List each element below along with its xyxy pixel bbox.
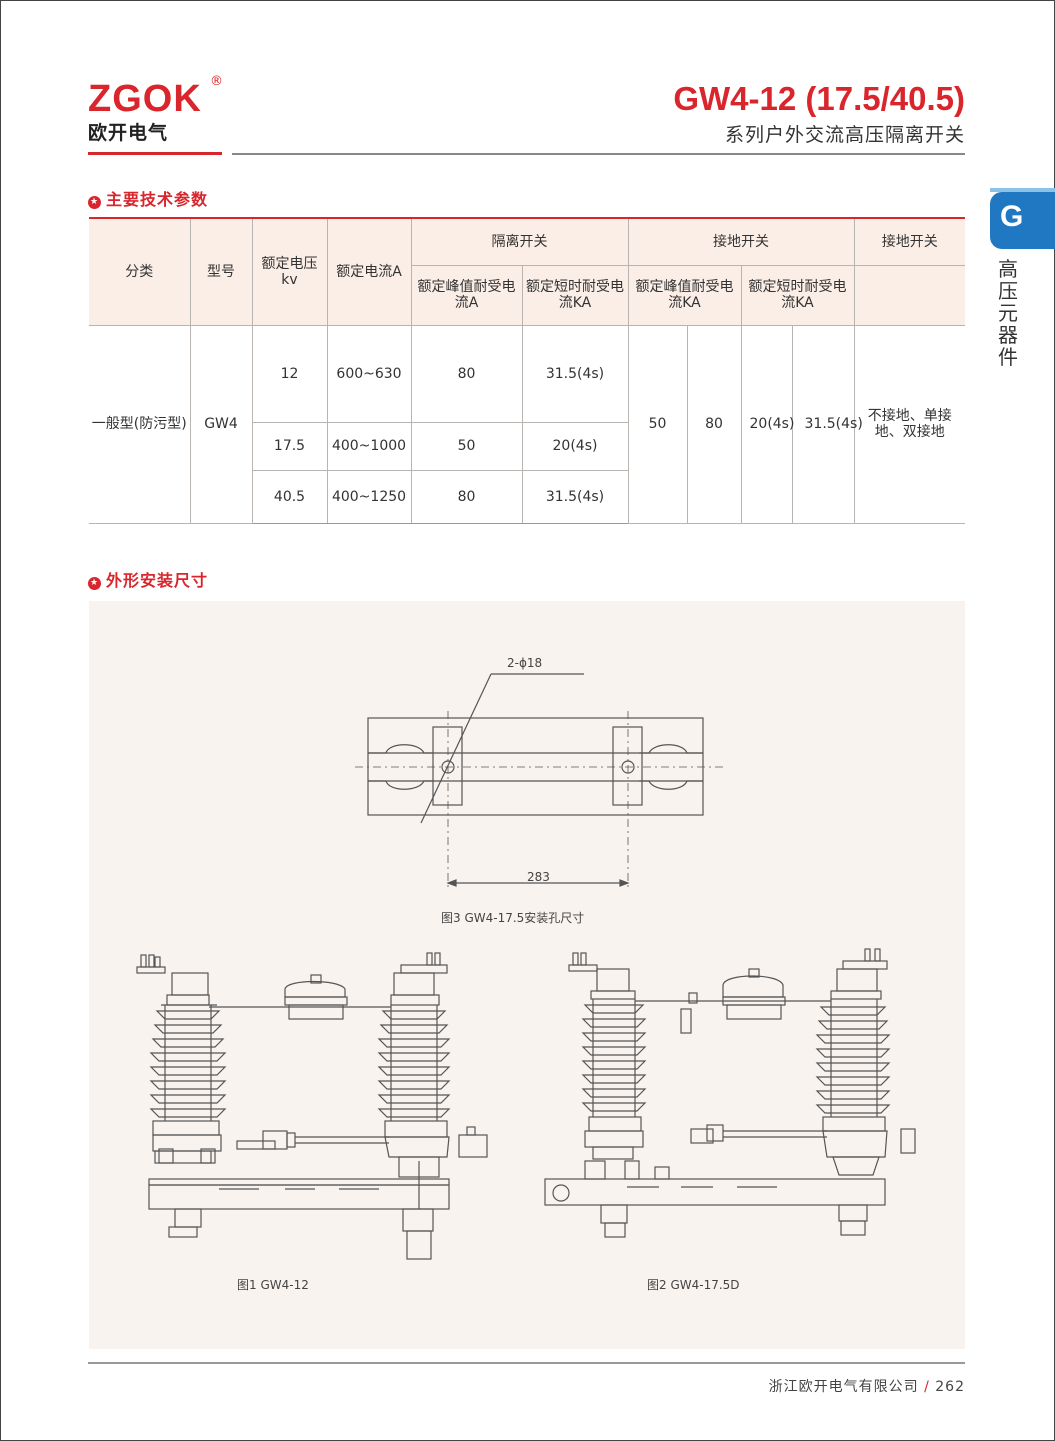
page-subtitle: 系列户外交流高压隔离开关 xyxy=(724,124,965,146)
side-tab-letter: G xyxy=(990,192,1055,249)
footer-slash: / xyxy=(924,1379,930,1395)
header-model: 型号 xyxy=(189,217,253,326)
footer: 浙江欧开电气有限公司 / 262 xyxy=(769,1376,965,1396)
header-earth-switch: 接地开关 xyxy=(627,217,855,266)
fig3-dimension: 283 xyxy=(527,870,550,884)
header-earth-switch-2: 接地开关 xyxy=(853,217,965,266)
cell-voltage: 12 xyxy=(251,324,328,423)
logo-chinese-name: 欧开电气 xyxy=(88,122,169,144)
header-earth-short: 额定短时耐受电流KA xyxy=(740,264,855,326)
section-title-dims: ★外形安装尺寸 xyxy=(88,571,209,590)
fig3-caption: 图3 GW4-17.5安装孔尺寸 xyxy=(441,910,584,925)
page-number: 262 xyxy=(935,1379,965,1395)
fig1-caption: 图1 GW4-12 xyxy=(237,1278,309,1292)
brand-logo: ZGOK ® 欧开电气 xyxy=(88,74,223,145)
cell-earth-short-a: 20(4s) xyxy=(740,324,794,524)
technical-drawing: 2-ϕ18 283 图3 GW4-17.5安装孔尺寸 xyxy=(136,656,916,1292)
header-isolator: 隔离开关 xyxy=(410,217,629,266)
header-iso-short: 额定短时耐受电流KA xyxy=(521,264,629,326)
header-iso-peak: 额定峰值耐受电流A xyxy=(410,264,523,326)
page-title: GW4-12 (17.5/40.5) xyxy=(673,80,965,117)
cell-current: 400~1000 xyxy=(326,421,412,471)
fig3-mounting-plan xyxy=(355,673,725,891)
cell-earth-peak-a: 50 xyxy=(627,324,688,524)
header-rule xyxy=(232,153,965,155)
cell-earth-mode: 不接地、单接地、双接地 xyxy=(853,324,965,524)
cell-earth-short-b: 31.5(4s) xyxy=(791,324,863,524)
fig1-gw4-12 xyxy=(136,952,488,1260)
cell-iso-short: 31.5(4s) xyxy=(521,324,629,423)
header-current: 额定电流A xyxy=(326,217,412,326)
registered-mark: ® xyxy=(210,74,223,89)
star-icon: ★ xyxy=(88,196,101,209)
logo-mark: ZGOK xyxy=(88,78,202,120)
cell-current: 400~1250 xyxy=(326,469,412,524)
cell-voltage: 40.5 xyxy=(251,469,328,524)
cell-category: 一般型(防污型) xyxy=(89,324,191,524)
fig2-caption: 图2 GW4-17.5D xyxy=(647,1278,740,1292)
fig3-hole-label: 2-ϕ18 xyxy=(507,656,542,670)
header-voltage: 额定电压kv xyxy=(251,217,328,326)
section-title-params: ★主要技术参数 xyxy=(88,190,209,209)
cell-iso-short: 20(4s) xyxy=(521,421,629,471)
footer-rule xyxy=(88,1362,965,1364)
star-icon: ★ xyxy=(88,577,101,590)
cell-model: GW4 xyxy=(189,324,253,524)
footer-company: 浙江欧开电气有限公司 xyxy=(768,1379,919,1395)
cell-voltage: 17.5 xyxy=(251,421,328,471)
header-category: 分类 xyxy=(89,217,191,326)
cell-iso-short: 31.5(4s) xyxy=(521,469,629,524)
spec-table: 分类 型号 额定电压kv 额定电流A 隔离开关 接地开关 接地开关 额定峰值耐受… xyxy=(89,217,965,524)
logo-underline xyxy=(88,152,222,155)
side-tab-text: 高压元器件 xyxy=(998,257,1018,369)
cell-iso-peak: 80 xyxy=(410,324,523,423)
drawing-panel: 2-ϕ18 283 图3 GW4-17.5安装孔尺寸 xyxy=(89,601,965,1349)
side-tab-accent xyxy=(990,188,1055,192)
cell-current: 600~630 xyxy=(326,324,412,423)
header-earth-blank xyxy=(853,264,965,326)
fig2-gw4-17-5d xyxy=(544,948,916,1238)
cell-earth-peak-b: 80 xyxy=(686,324,742,524)
cell-iso-peak: 80 xyxy=(410,469,523,524)
cell-iso-peak: 50 xyxy=(410,421,523,471)
header-earth-peak: 额定峰值耐受电流KA xyxy=(627,264,742,326)
